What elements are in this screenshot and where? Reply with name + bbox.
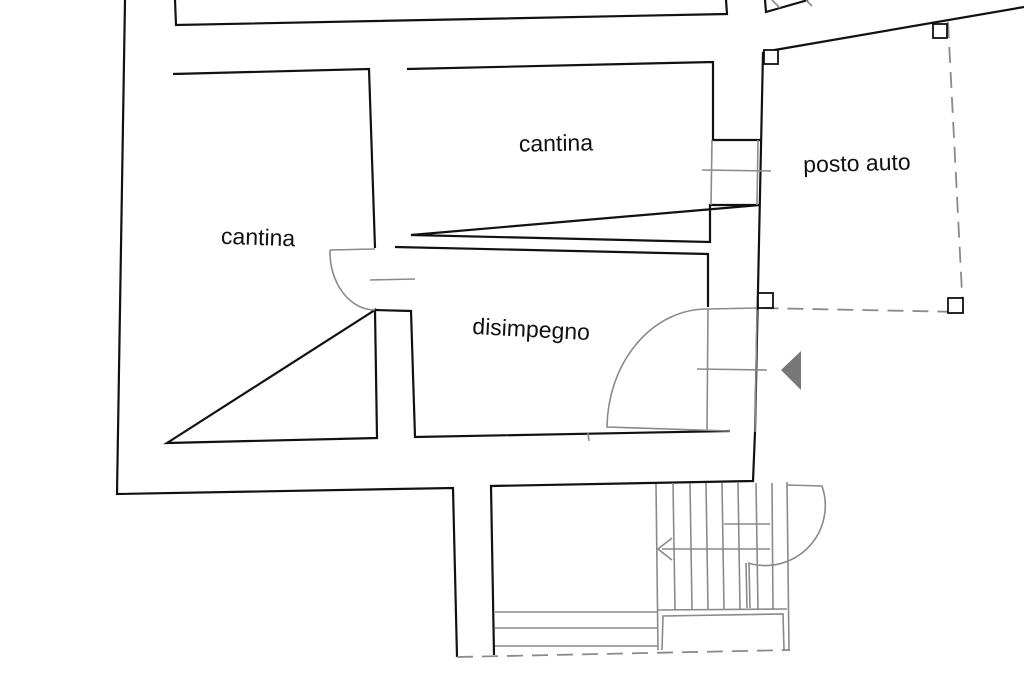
top-right-fragment — [763, 0, 809, 14]
pillar-top-right — [932, 23, 948, 39]
door-swing-cantina-left — [329, 248, 376, 311]
label-posto-auto: posto auto — [803, 149, 911, 178]
label-cantina-left: cantina — [221, 223, 296, 252]
staircase-direction-arrow — [656, 537, 770, 561]
label-cantina-upper: cantina — [519, 129, 594, 156]
room-disimpegno-wall — [374, 245, 731, 439]
stair-block-wall — [489, 431, 757, 656]
door-opening-disimpegno — [587, 308, 768, 442]
door-swing-disimpegno — [606, 307, 758, 432]
top-room-wall — [173, 0, 729, 27]
staircase-handrail — [724, 523, 770, 609]
room-cantina-upper-wall — [406, 60, 761, 244]
pillar-bottom-right — [947, 297, 964, 314]
bottom-landing-lines — [495, 611, 785, 651]
top-right-fragment-inner — [771, 0, 813, 9]
room-cantina-left-wall — [163, 67, 379, 445]
pillar-top-left — [763, 49, 779, 65]
staircase-treads — [657, 482, 788, 611]
outer-wall — [115, 0, 459, 658]
bottom-dashed-boundary — [456, 649, 791, 658]
entrance-arrow-icon — [781, 351, 801, 390]
opening-cantina-upper — [701, 139, 772, 206]
label-disimpegno: disimpegno — [472, 313, 591, 345]
staircase-door-swing — [747, 484, 827, 567]
staircase-outline — [655, 481, 790, 651]
pillar-bottom-left — [757, 292, 774, 309]
door-leaf-cantina-left — [369, 278, 416, 281]
